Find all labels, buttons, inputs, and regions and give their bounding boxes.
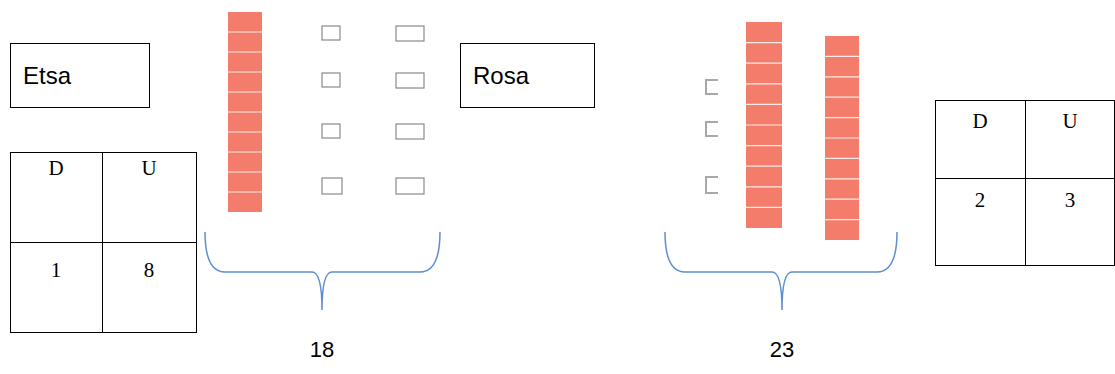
name-box: Etsa — [10, 43, 150, 108]
table-cell: U — [1062, 109, 1077, 134]
table-cell: U — [141, 156, 156, 181]
ten-rod — [228, 12, 262, 212]
table-cell: D — [48, 156, 63, 181]
ten-rod — [825, 36, 859, 240]
table-cell: 1 — [51, 258, 62, 283]
unit-cubes — [322, 26, 424, 194]
name-text: Rosa — [473, 62, 529, 90]
table-cell: D — [972, 109, 987, 134]
name-text: Etsa — [23, 62, 71, 90]
curly-brace — [665, 232, 897, 310]
total-number: 23 — [770, 337, 794, 363]
table-cell: 3 — [1065, 188, 1076, 213]
total-number: 18 — [310, 337, 334, 363]
table-cell: 8 — [144, 258, 155, 283]
ten-rod — [746, 22, 782, 228]
table-cell: 2 — [975, 188, 986, 213]
place-value-table — [11, 153, 197, 333]
name-box: Rosa — [460, 43, 595, 108]
unit-cubes — [706, 80, 718, 193]
curly-brace — [205, 232, 440, 310]
place-value-table — [936, 101, 1115, 266]
